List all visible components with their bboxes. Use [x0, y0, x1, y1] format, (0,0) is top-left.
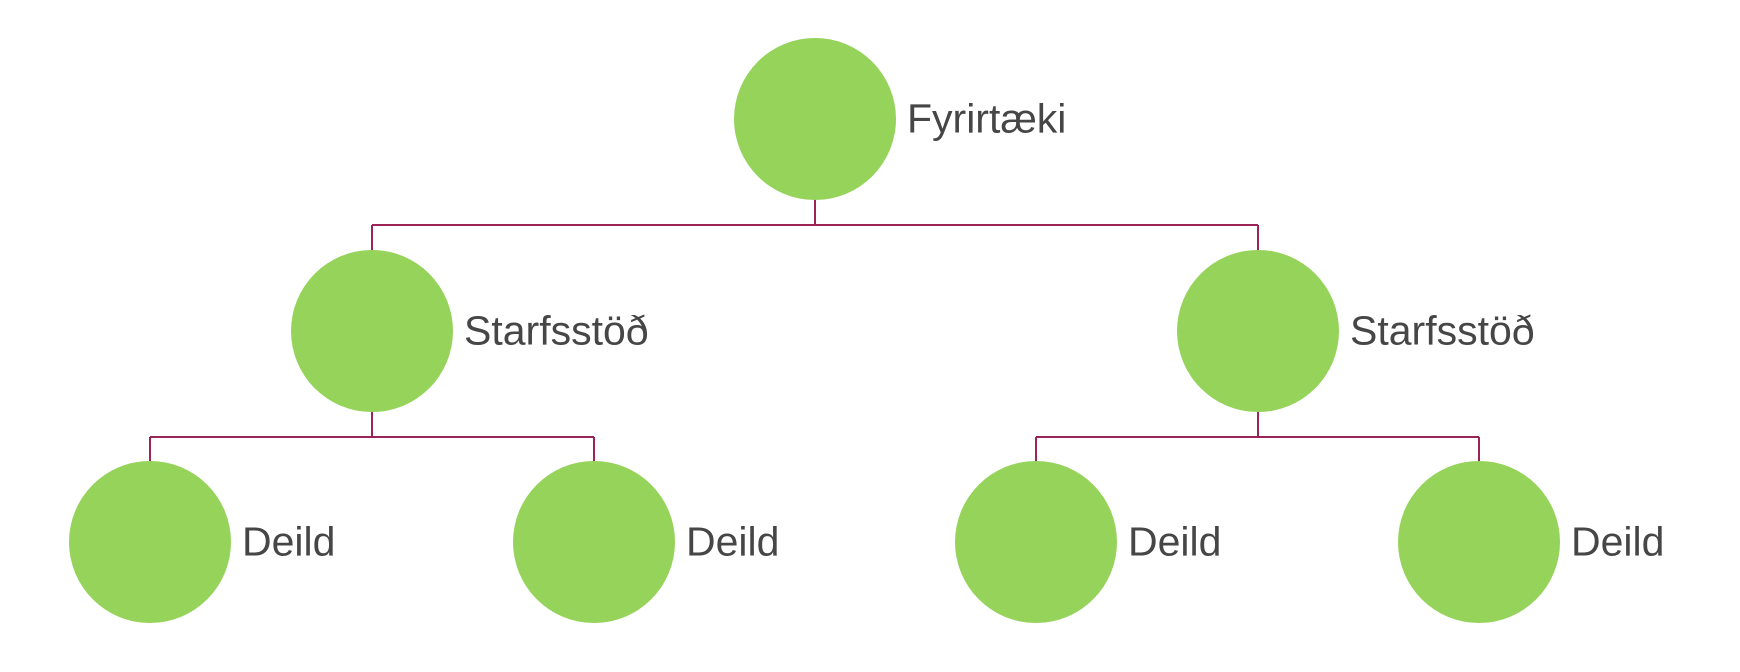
node-circle-branch-2-child-2[interactable]	[1398, 461, 1560, 623]
connector-root-to-branches	[371, 198, 1259, 252]
node-root: Fyrirtæki	[734, 38, 1066, 200]
node-branch-2-child-1: Deild	[955, 461, 1221, 623]
node-circle-branch-1[interactable]	[291, 250, 453, 412]
node-branch-2: Starfsstöð	[1177, 250, 1535, 412]
node-label-branch-1: Starfsstöð	[464, 307, 649, 354]
node-circle-root[interactable]	[734, 38, 896, 200]
node-branch-1-child-2: Deild	[513, 461, 779, 623]
node-label-branch-1-child-1: Deild	[242, 518, 336, 565]
node-label-branch-2: Starfsstöð	[1350, 307, 1535, 354]
node-label-branch-2-child-2: Deild	[1571, 518, 1665, 565]
node-label-root: Fyrirtæki	[907, 95, 1067, 142]
connector-branch-2-to-children	[1035, 411, 1480, 463]
node-branch-1: Starfsstöð	[291, 250, 649, 412]
node-circle-branch-2[interactable]	[1177, 250, 1339, 412]
node-label-branch-1-child-2: Deild	[686, 518, 780, 565]
node-circle-branch-2-child-1[interactable]	[955, 461, 1117, 623]
connector-branch-1-to-children	[149, 411, 595, 463]
node-branch-2-child-2: Deild	[1398, 461, 1664, 623]
node-label-branch-2-child-1: Deild	[1128, 518, 1222, 565]
node-circle-branch-1-child-1[interactable]	[69, 461, 231, 623]
node-branch-1-child-1: Deild	[69, 461, 335, 623]
node-circle-branch-1-child-2[interactable]	[513, 461, 675, 623]
